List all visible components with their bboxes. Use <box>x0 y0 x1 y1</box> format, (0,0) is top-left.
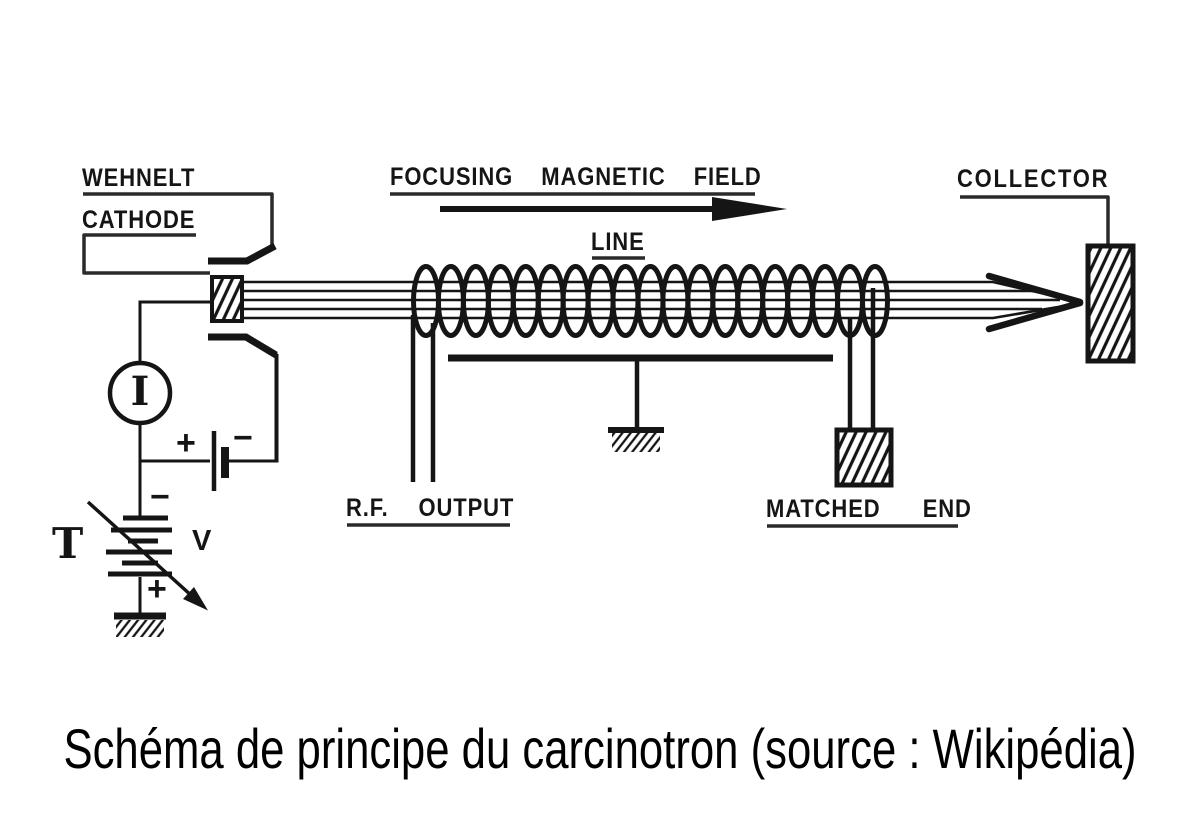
transformer-t-label: T <box>52 519 84 568</box>
anode-battery-symbol <box>140 354 279 491</box>
wehnelt-leader-wire <box>83 192 274 246</box>
wehnelt-electrode-bottom <box>208 333 278 359</box>
rf-output-line <box>410 315 436 482</box>
ground-symbol-center <box>448 354 833 452</box>
cathode-leader-wire <box>82 233 210 275</box>
figure-caption: Schéma de principe du carcinotron (sourc… <box>63 717 1137 780</box>
ground-symbol-left <box>114 612 166 637</box>
variable-arrow-line <box>86 500 195 599</box>
ammeter-current-glyph: I <box>130 368 150 415</box>
focusing-field-label: FOCUSING MAGNETIC FIELD <box>390 163 762 191</box>
label-underlines <box>82 192 1110 528</box>
voltage-v-label: V <box>192 525 212 557</box>
helix-coil <box>411 264 890 338</box>
wehnelt-electrode-top <box>208 242 277 265</box>
collector-label: COLLECTOR <box>957 165 1110 193</box>
matched-end-label: MATCHED END <box>766 495 972 523</box>
cathode-label: CATHODE <box>82 206 196 234</box>
variable-hv-supply-symbol <box>86 500 208 614</box>
focusing-field-arrow <box>440 197 787 221</box>
line-label: LINE <box>591 228 645 256</box>
matched-end-load <box>834 288 894 488</box>
matched-end-block <box>834 427 894 488</box>
rf-output-label: R.F. OUTPUT <box>346 494 515 522</box>
hv-minus-sign: − <box>150 478 170 516</box>
cathode-block <box>210 275 244 323</box>
anode-plus-sign: + <box>176 424 196 462</box>
collector-leader-wire <box>960 195 1110 244</box>
ammeter-symbol <box>107 300 210 516</box>
hv-battery-plates <box>106 515 172 577</box>
wehnelt-label: WEHNELT <box>82 164 196 192</box>
anode-minus-sign: − <box>233 419 253 457</box>
variable-arrow-head <box>183 587 208 611</box>
hv-plus-sign: + <box>147 570 167 608</box>
beam-arrowhead <box>985 272 1084 333</box>
collector-block <box>1085 243 1136 364</box>
